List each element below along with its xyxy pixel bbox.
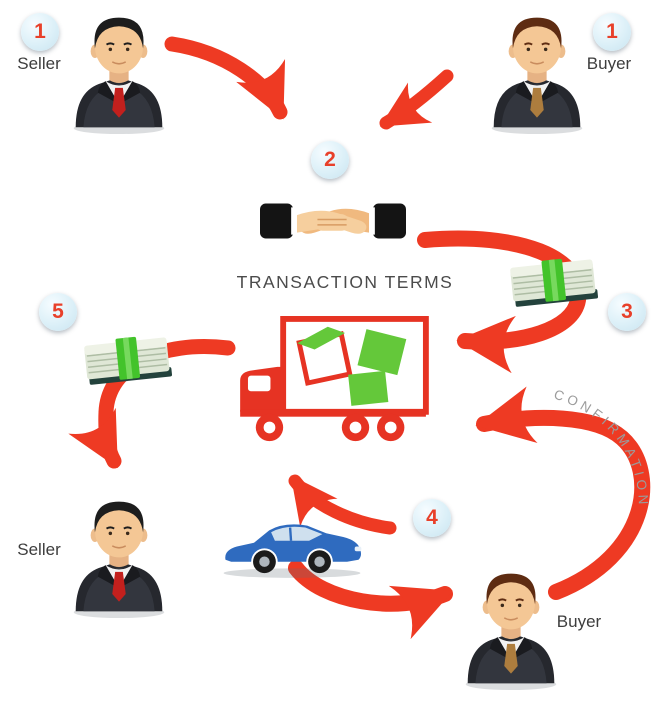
buyer-top-label: Buyer [586, 54, 632, 73]
buyer-avatar-top [484, 8, 590, 135]
arrow-delivery-to-escrow [288, 474, 397, 535]
arrow-delivery-to-buyer [288, 560, 454, 640]
delivery-truck-icon [240, 316, 429, 442]
confirmation-label: CONFIRMATION [552, 387, 651, 509]
step-badge-5: 5 [39, 293, 77, 331]
step-badge-2: 2 [311, 141, 349, 179]
handshake-icon [260, 203, 406, 239]
money-stack-icon-payout [82, 328, 176, 394]
step-badge-4: 4 [413, 499, 451, 537]
arrow-buyer-to-terms [379, 69, 454, 130]
arrow-escrow-to-seller-payout [68, 339, 236, 469]
arrow-buyer-confirmation-to-escrow [475, 386, 651, 600]
seller-top-label: Seller [17, 54, 61, 73]
buyer-bottom-label: Buyer [556, 612, 602, 631]
transaction-terms-label: TRANSACTION TERMS [236, 272, 454, 292]
seller-bottom-label: Seller [17, 540, 61, 559]
arrow-seller-to-terms [164, 36, 288, 120]
step-badge-seller-1: 1 [21, 13, 59, 51]
seller-avatar-top [66, 8, 172, 135]
step-badge-buyer-1: 1 [593, 13, 631, 51]
money-stack-icon-payment [508, 250, 602, 316]
step-badge-3: 3 [608, 293, 646, 331]
seller-avatar-bottom [66, 492, 172, 619]
car-icon [223, 524, 362, 578]
